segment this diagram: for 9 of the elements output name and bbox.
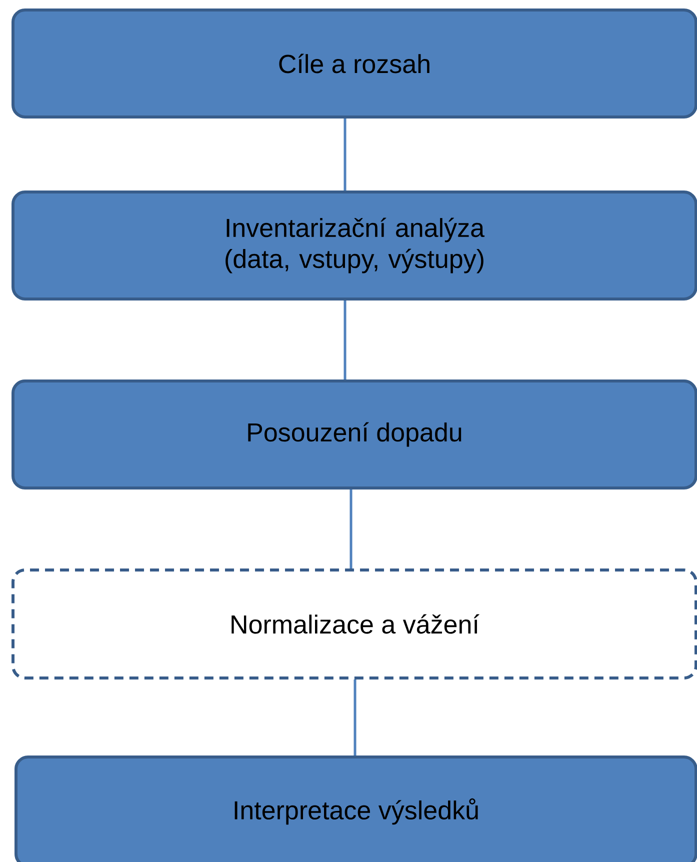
process-box: Posouzení dopadu bbox=[12, 380, 697, 490]
process-box: Interpretace výsledků bbox=[14, 756, 697, 862]
connector-line bbox=[350, 490, 352, 568]
connector-line bbox=[354, 680, 356, 756]
process-box: Inventarizační analýza (data, vstupy, výstupy) bbox=[12, 190, 697, 300]
process-box: Cíle a rozsah bbox=[12, 8, 697, 118]
optional-step-box: Normalizace a vážení bbox=[12, 568, 697, 680]
connector-line bbox=[344, 118, 346, 190]
connector-line bbox=[344, 300, 346, 380]
